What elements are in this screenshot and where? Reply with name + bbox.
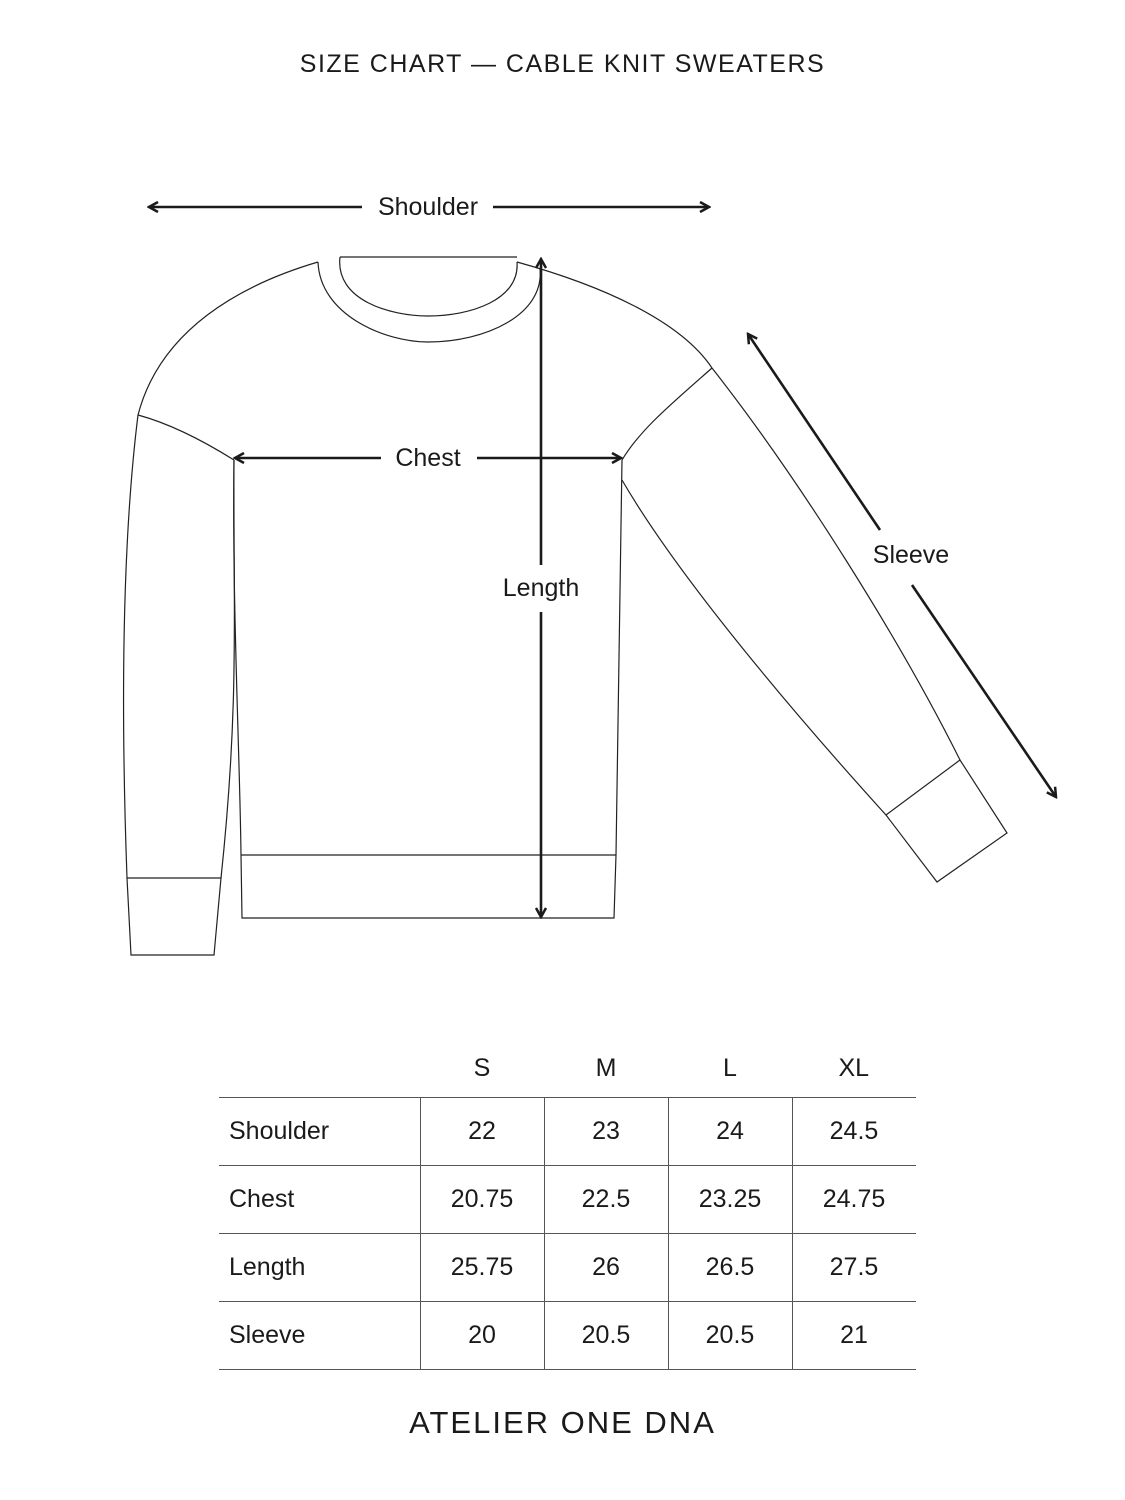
table-cell: 24 xyxy=(667,1097,792,1166)
table-cell: 20.5 xyxy=(667,1301,792,1370)
table-cell: 27.5 xyxy=(791,1233,916,1302)
column-header: S xyxy=(420,1040,544,1098)
column-header: XL xyxy=(792,1040,916,1098)
column-header: L xyxy=(668,1040,792,1098)
column-header: M xyxy=(544,1040,668,1098)
table-cell: 24.5 xyxy=(791,1097,916,1166)
header-blank xyxy=(219,1040,420,1098)
row-label: Shoulder xyxy=(219,1097,420,1166)
chest-label: Chest xyxy=(395,444,460,472)
size-table: S M L XL Shoulder 22 23 24 24.5 Chest 20… xyxy=(219,1040,916,1370)
sleeve-arrow-down xyxy=(910,584,1056,797)
table-row: Sleeve 20 20.5 20.5 21 xyxy=(219,1301,916,1370)
table-row: Shoulder 22 23 24 24.5 xyxy=(219,1097,916,1166)
sweater-outline xyxy=(122,256,1008,956)
table-row: Length 25.75 26 26.5 27.5 xyxy=(219,1233,916,1302)
table-cell: 20 xyxy=(419,1301,544,1370)
table-cell: 22 xyxy=(419,1097,544,1166)
length-label: Length xyxy=(503,574,579,602)
table-cell: 24.75 xyxy=(791,1165,916,1234)
table-row: Chest 20.75 22.5 23.25 24.75 xyxy=(219,1165,916,1234)
shoulder-label: Shoulder xyxy=(378,193,478,221)
sleeve-arrow-up xyxy=(748,334,882,531)
sweater-diagram: Shoulder Chest Length Sleeve xyxy=(122,193,1125,956)
table-cell: 23.25 xyxy=(667,1165,792,1234)
table-cell: 21 xyxy=(791,1301,916,1370)
table-cell: 20.5 xyxy=(543,1301,668,1370)
row-label: Length xyxy=(219,1233,420,1302)
sleeve-label: Sleeve xyxy=(873,541,949,569)
table-header-row: S M L XL xyxy=(219,1040,916,1098)
table-cell: 23 xyxy=(543,1097,668,1166)
table-cell: 25.75 xyxy=(419,1233,544,1302)
measure-arrows xyxy=(149,207,1056,917)
table-cell: 22.5 xyxy=(543,1165,668,1234)
row-label: Chest xyxy=(219,1165,420,1234)
table-cell: 20.75 xyxy=(419,1165,544,1234)
row-label: Sleeve xyxy=(219,1301,420,1370)
table-cell: 26 xyxy=(543,1233,668,1302)
table-cell: 26.5 xyxy=(667,1233,792,1302)
brand-name: ATELIER ONE DNA xyxy=(409,1405,716,1440)
page-title: SIZE CHART — CABLE KNIT SWEATERS xyxy=(299,50,826,78)
